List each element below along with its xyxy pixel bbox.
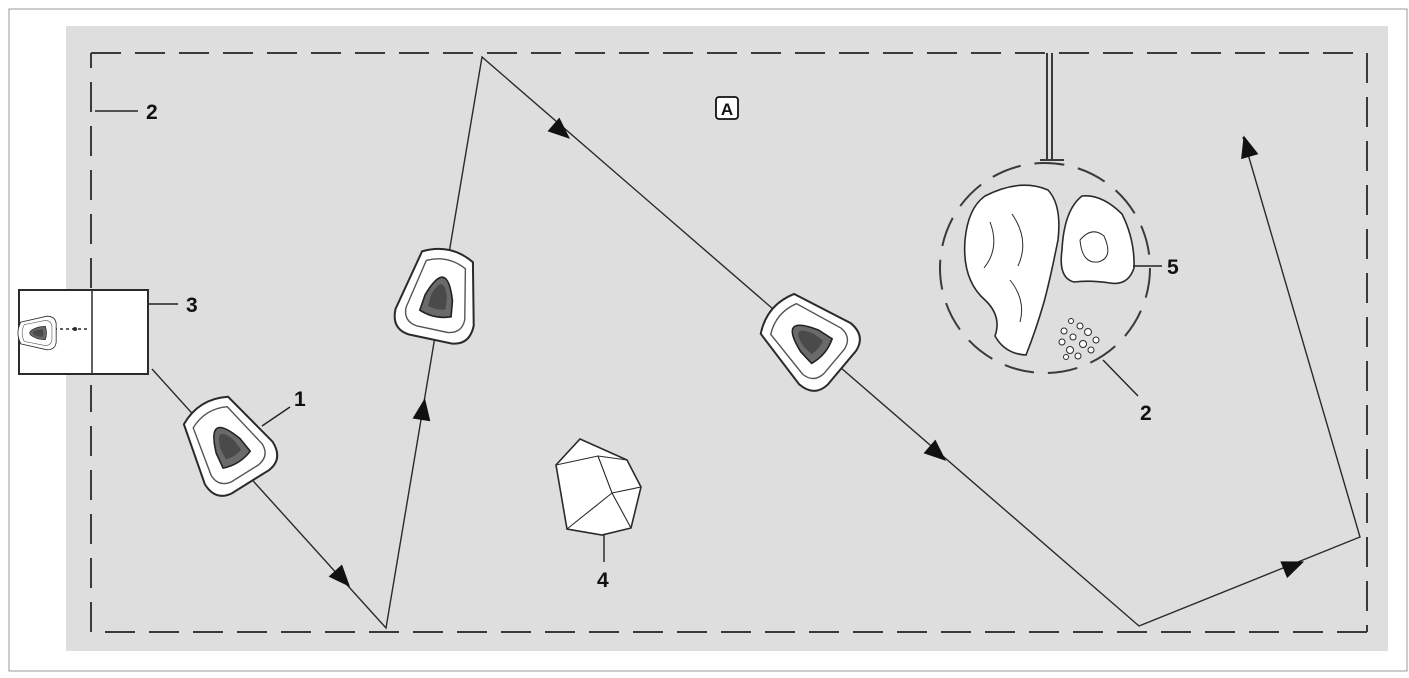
lawn-area: [66, 26, 1388, 651]
callout-docking-station: 3: [186, 294, 198, 317]
path-arrows: [328, 117, 1305, 587]
leader-lines: [95, 110, 1162, 562]
island-wire: [939, 162, 1151, 374]
path-arrow: [412, 398, 431, 422]
gravel-patch: [1058, 318, 1100, 360]
callout-obstacle-rock: 4: [597, 569, 609, 592]
panel-label: A: [715, 96, 739, 120]
docked-mower-icon: [17, 315, 57, 351]
obstacle-rock: [555, 438, 642, 536]
island-connection-wire: [1040, 53, 1064, 161]
path-arrow: [1241, 135, 1259, 160]
callout-robot-mower: 1: [294, 388, 306, 411]
path-arrow: [1280, 561, 1305, 579]
path-arrow: [328, 564, 351, 587]
docking-station: [17, 289, 149, 375]
path-arrow: [547, 117, 571, 139]
callout-wire-outer: 2: [146, 101, 158, 124]
callout-flower-bed: 5: [1167, 256, 1179, 279]
boundary-wire: [90, 52, 1368, 633]
flower-bed: [963, 184, 1135, 356]
path-arrow: [923, 439, 947, 461]
panel-label-text: A: [721, 100, 733, 119]
callout-wire-island: 2: [1140, 402, 1152, 425]
